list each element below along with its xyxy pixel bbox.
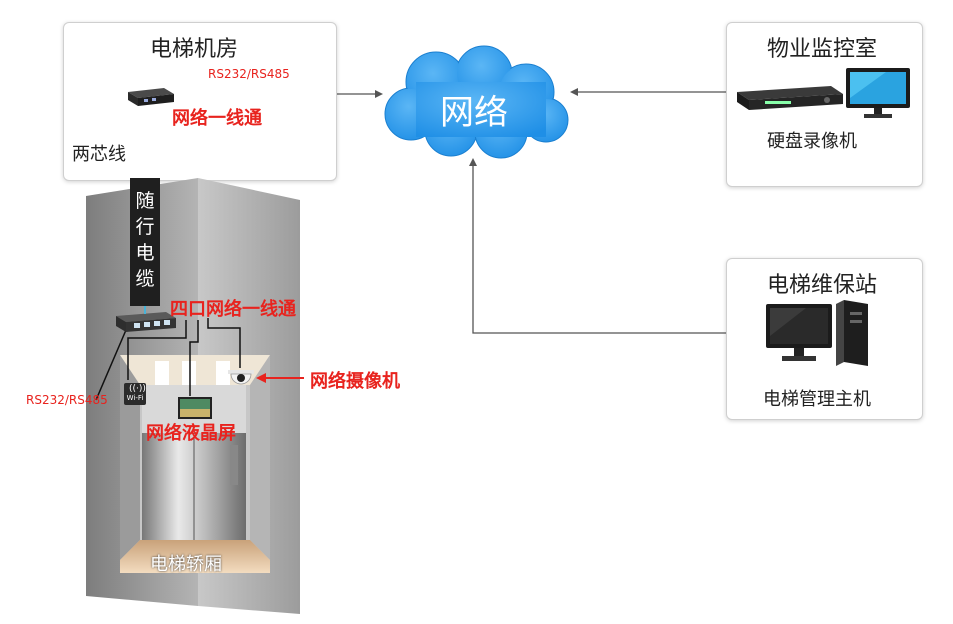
four-port-switch-icon <box>116 312 176 332</box>
four-port-switch-label: 四口网络一线通 <box>170 299 296 320</box>
wifi-icon: ((·)) <box>129 384 146 394</box>
network-camera-icon <box>228 370 254 385</box>
maintenance-station-device-label: 电梯管理主机 <box>763 389 871 410</box>
network-cloud-icon <box>384 45 569 159</box>
traveling-cable: 随 行 电 缆 <box>130 178 160 306</box>
wifi-label: Wi-Fi <box>126 394 144 402</box>
computer-icon <box>766 300 868 366</box>
maintenance-station-box: 电梯维保站 电梯管理主机 <box>726 258 923 420</box>
network-one-line-device-icon <box>128 88 174 106</box>
monitor-room-device-label: 硬盘录像机 <box>767 131 857 152</box>
maintenance-station-title: 电梯维保站 <box>767 273 878 298</box>
monitor-room-title: 物业监控室 <box>767 37 878 62</box>
cable-char-2: 行 <box>135 216 155 238</box>
cable-char-4: 缆 <box>135 268 155 290</box>
machine-room-box: 电梯机房 <box>63 22 337 181</box>
lcd-screen-icon <box>178 397 212 419</box>
machine-room-title: 电梯机房 <box>150 37 239 62</box>
wifi-access-point: ((·)) Wi-Fi <box>124 383 146 405</box>
arrow-to-network-right <box>570 88 578 96</box>
monitor-icon <box>846 68 910 118</box>
camera-pointer-arrow <box>256 373 304 383</box>
machine-room-protocol-label: RS232/RS485 <box>208 67 290 81</box>
cable-to-switch <box>144 306 146 314</box>
cable-char-3: 电 <box>135 242 155 264</box>
cable-char-1: 随 <box>135 190 155 212</box>
two-core-wire-label: 两芯线 <box>72 144 126 165</box>
dvr-icon <box>737 86 843 110</box>
network-camera-label: 网络摄像机 <box>310 371 400 392</box>
switch-cables <box>95 318 241 401</box>
lcd-screen-label: 网络液晶屏 <box>146 423 236 444</box>
machine-room-device-label: 网络一线通 <box>172 108 262 129</box>
elevator-protocol-label: RS232/RS485 <box>26 393 108 407</box>
arrow-up-to-network <box>469 158 477 166</box>
elevator-car-interior <box>120 355 270 573</box>
elevator-car-label: 电梯轿厢 <box>150 554 222 575</box>
network-label: 网络 <box>440 93 508 133</box>
arrow-to-network-left <box>375 90 383 98</box>
line-network-to-maintenance <box>472 160 760 334</box>
